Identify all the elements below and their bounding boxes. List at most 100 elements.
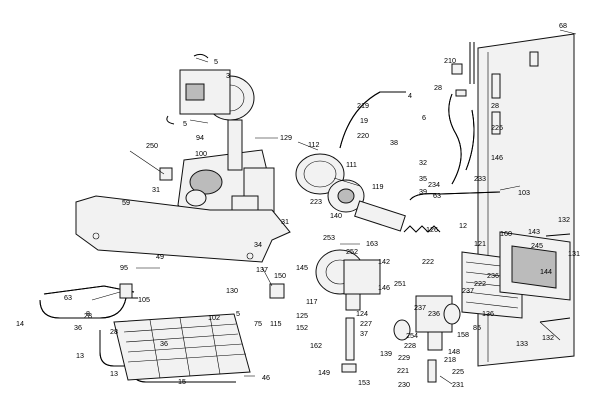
label-229: 229: [398, 353, 410, 362]
label-253: 253: [323, 233, 335, 242]
label-49: 49: [156, 252, 164, 261]
label-13: 13: [76, 351, 84, 360]
label-19: 19: [360, 116, 368, 125]
label-39: 39: [419, 187, 427, 196]
label-251: 251: [394, 279, 406, 288]
label-14: 14: [16, 319, 24, 328]
label-219: 219: [357, 101, 369, 110]
label-59: 59: [122, 198, 130, 207]
leader-lines: [91, 29, 577, 385]
label-236: 236: [487, 271, 499, 280]
label-254: 254: [406, 331, 418, 340]
label-145: 145: [296, 263, 308, 272]
label-37: 37: [360, 329, 368, 338]
label-132: 132: [558, 215, 570, 224]
label-117: 117: [306, 297, 317, 306]
label-234: 234: [428, 180, 440, 189]
label-223: 223: [310, 197, 322, 206]
label-140: 140: [330, 211, 342, 220]
label-111: 111: [346, 160, 357, 169]
label-63: 63: [64, 293, 72, 302]
label-31: 31: [281, 217, 289, 226]
label-142: 142: [378, 257, 390, 266]
label-252: 252: [346, 247, 358, 256]
label-5: 5: [236, 309, 240, 318]
label-34: 34: [254, 240, 262, 249]
label-32: 32: [419, 158, 427, 167]
label-5: 5: [183, 119, 187, 128]
label-46: 46: [262, 373, 270, 382]
bracket-plate: [75, 195, 291, 263]
label-210: 210: [444, 56, 456, 65]
label-28: 28: [434, 83, 442, 92]
pump-motor: [166, 53, 255, 125]
label-119: 119: [372, 182, 383, 191]
label-124: 124: [356, 309, 368, 318]
label-131: 131: [568, 249, 580, 258]
plate-heat-exchanger: [461, 231, 571, 319]
label-137: 137: [256, 265, 268, 274]
label-160: 160: [500, 229, 512, 238]
label-6: 6: [422, 113, 426, 122]
label-5: 5: [214, 57, 218, 66]
label-226: 226: [491, 123, 503, 132]
label-36: 36: [160, 339, 168, 348]
label-68: 68: [559, 21, 567, 30]
label-35: 35: [419, 174, 427, 183]
label-38: 38: [390, 138, 398, 147]
insulation-grid: [113, 313, 251, 381]
label-100: 100: [195, 149, 207, 158]
label-228: 228: [404, 341, 416, 350]
label-245: 245: [531, 241, 543, 250]
label-31: 31: [152, 185, 160, 194]
label-136: 136: [482, 309, 494, 318]
label-12: 12: [459, 221, 467, 230]
label-222: 222: [474, 279, 486, 288]
label-221: 221: [397, 366, 409, 375]
label-125: 125: [296, 311, 308, 320]
label-227: 227: [360, 319, 372, 328]
label-149: 149: [318, 368, 330, 377]
label-4: 4: [408, 91, 412, 100]
label-133: 133: [516, 339, 528, 348]
label-153: 153: [358, 378, 370, 387]
label-220: 220: [357, 131, 369, 140]
label-225: 225: [452, 367, 464, 376]
label-132: 132: [542, 333, 554, 342]
label-105: 105: [138, 295, 150, 304]
label-230: 230: [398, 380, 410, 389]
label-8: 8: [86, 309, 90, 318]
label-218: 218: [444, 355, 456, 364]
gas-pipes: [339, 42, 501, 201]
label-139: 139: [380, 349, 392, 358]
label-36: 36: [74, 323, 82, 332]
pump-head: [315, 249, 381, 311]
label-103: 103: [518, 188, 530, 197]
label-130: 130: [226, 286, 238, 295]
label-144: 144: [540, 267, 552, 276]
label-152: 152: [296, 323, 308, 332]
label-126: 126: [426, 225, 438, 234]
label-28: 28: [110, 327, 118, 336]
label-143: 143: [528, 227, 540, 236]
label-95: 95: [120, 263, 128, 272]
label-28: 28: [84, 311, 92, 320]
label-129: 129: [280, 133, 292, 142]
label-75: 75: [254, 319, 262, 328]
label-233: 233: [474, 174, 486, 183]
label-236: 236: [428, 309, 440, 318]
label-222: 222: [422, 257, 434, 266]
label-146: 146: [378, 283, 390, 292]
label-231: 231: [452, 380, 464, 389]
diverter-valve: [295, 153, 365, 213]
valve-block: [393, 295, 461, 351]
label-28: 28: [491, 101, 499, 110]
label-146: 146: [491, 153, 503, 162]
label-63: 63: [433, 191, 441, 200]
label-3: 3: [226, 71, 230, 80]
label-102: 102: [208, 313, 220, 322]
label-158: 158: [457, 330, 469, 339]
label-13: 13: [110, 369, 118, 378]
label-85: 85: [473, 323, 481, 332]
label-163: 163: [366, 239, 378, 248]
